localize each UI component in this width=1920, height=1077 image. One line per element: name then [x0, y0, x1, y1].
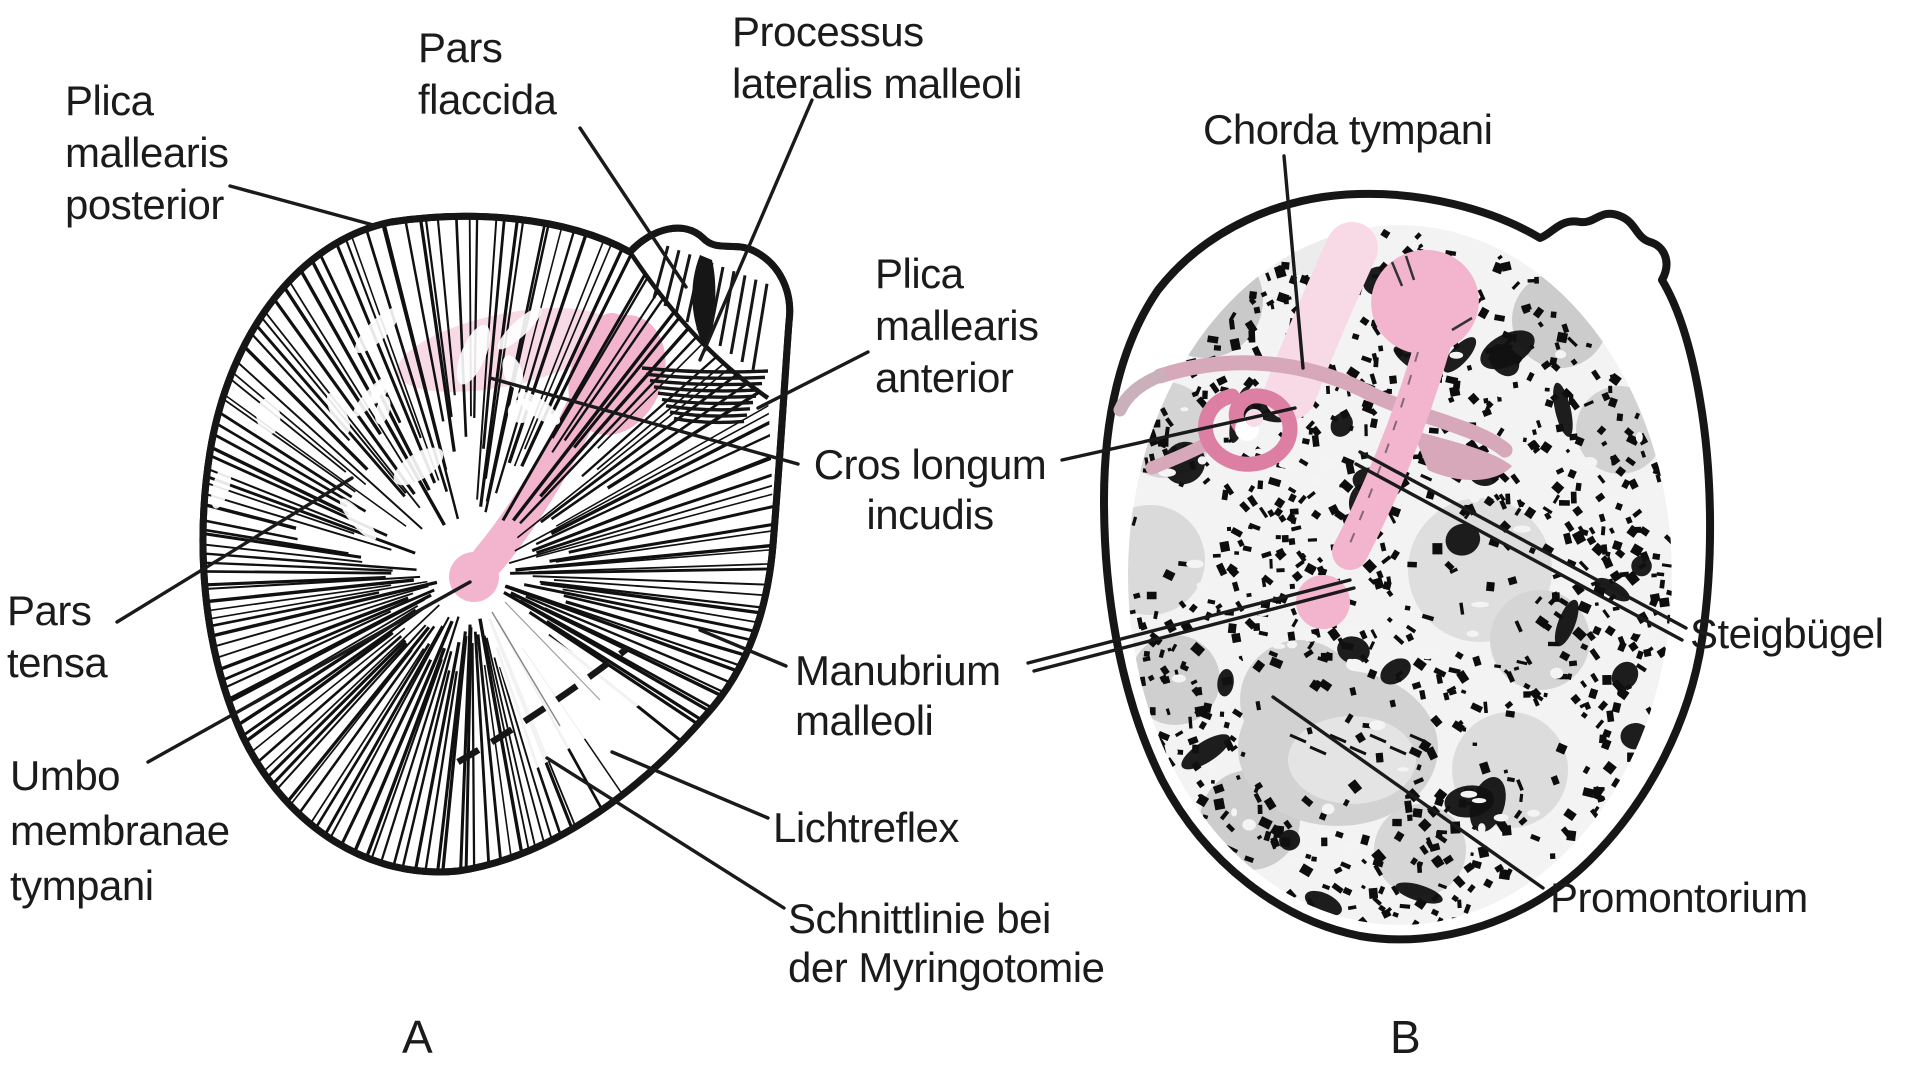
leader-steigbuegel: [1354, 462, 1684, 642]
leader-manubrium-malleoli: [698, 628, 788, 668]
leader-pars-tensa: [115, 476, 354, 624]
label-promontorium: Promontorium: [1550, 874, 1808, 921]
figure-label-a: A: [402, 1011, 433, 1063]
leader-cros-longum-incudis: [488, 376, 800, 466]
figure-a-illustration: [199, 212, 794, 876]
label-steigbuegel: Steigbügel: [1690, 610, 1884, 657]
label-pars-flaccida: Pars flaccida: [418, 24, 557, 123]
leader-processus-lateralis-malleoli: [698, 98, 814, 362]
label-cros-longum-incudis: Cros longum incudis: [813, 441, 1047, 538]
leader-lines: [115, 98, 1688, 910]
leader-plica-mallearis-posterior: [228, 184, 379, 228]
figure-label-b: B: [1390, 1011, 1421, 1063]
label-plica-mallearis-anterior: Plica mallearis anterior: [875, 250, 1039, 401]
label-pars-tensa: Pars tensa: [7, 587, 108, 686]
label-plica-mallearis-posterior: Plica mallearis posterior: [65, 77, 229, 228]
leader-umbo-membranae-tympani: [146, 580, 472, 764]
label-processus-lateralis-malleoli: Processus lateralis malleoli: [732, 8, 1022, 107]
label-umbo-membranae-tympani: Umbo membranae tympani: [10, 752, 230, 909]
leader-manubrium-malleoli: [1032, 586, 1356, 673]
leader-manubrium-malleoli: [1026, 578, 1352, 665]
label-lichtreflex: Lichtreflex: [773, 804, 959, 851]
middle-ear-texture: [1128, 225, 1672, 925]
label-manubrium-malleoli: Manubrium malleoli: [795, 647, 1001, 744]
figure-b-illustration: [1100, 189, 1715, 944]
label-chorda-tympani: Chorda tympani: [1203, 106, 1493, 153]
leader-cros-longum-incudis: [1060, 406, 1297, 462]
membrane-striations: [202, 216, 773, 873]
leader-promontorium: [1271, 695, 1545, 890]
label-schnittlinie-myringotomie: Schnittlinie bei der Myringotomie: [788, 895, 1105, 991]
leader-chorda-tympani: [1282, 154, 1305, 370]
leader-lichtreflex: [610, 750, 770, 820]
leader-steigbuegel: [1358, 450, 1688, 630]
leader-pars-flaccida: [578, 126, 688, 289]
leader-schnittlinie-myringotomie: [545, 756, 786, 910]
leader-plica-mallearis-anterior: [756, 350, 870, 410]
